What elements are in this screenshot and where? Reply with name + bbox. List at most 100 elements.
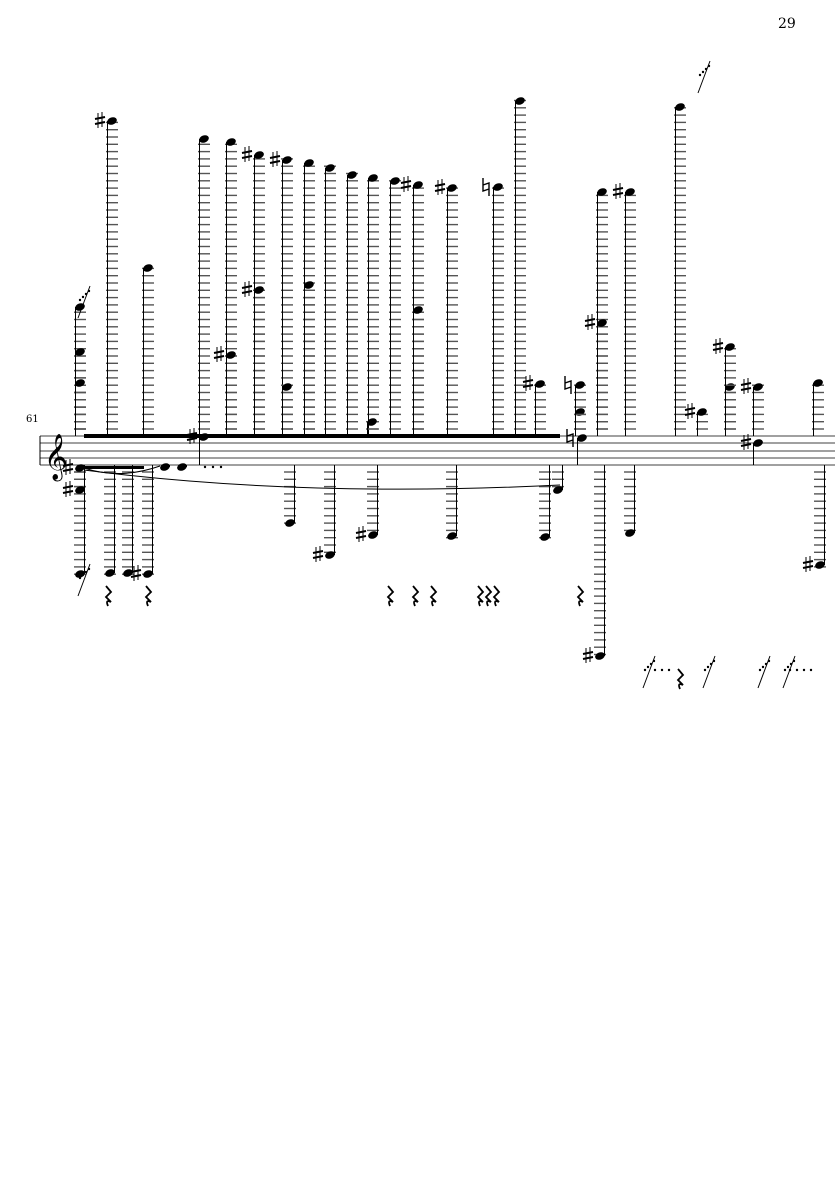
notehead: [540, 533, 550, 541]
notehead: [325, 551, 335, 559]
sharp-icon: [740, 378, 752, 394]
quarter-rest-icon: [676, 668, 685, 690]
augmentation-dot: [809, 668, 813, 672]
dot: [706, 665, 710, 669]
notehead: [493, 183, 503, 191]
sharp-icon: [802, 556, 814, 572]
beam: [84, 434, 560, 438]
notehead: [75, 379, 85, 387]
sharp-icon: [712, 338, 724, 354]
notehead: [815, 561, 825, 569]
flag: [77, 285, 91, 319]
tie: [83, 469, 561, 490]
flag: [782, 655, 796, 689]
flag: [642, 655, 656, 689]
quarter-rest-icon: [476, 585, 485, 607]
notehead: [553, 486, 563, 494]
notehead: [368, 531, 378, 539]
sharp-icon: [241, 146, 253, 162]
notehead: [254, 151, 264, 159]
sharp-icon: [62, 481, 74, 497]
notehead: [753, 383, 763, 391]
treble-clef-icon: 𝄞: [44, 434, 68, 482]
flag: [697, 60, 711, 94]
notehead: [75, 486, 85, 494]
sharp-icon: [269, 151, 281, 167]
dot: [698, 73, 702, 77]
notehead: [813, 379, 823, 387]
augmentation-dot: [788, 668, 792, 672]
sharp-icon: [213, 346, 225, 362]
notehead: [199, 135, 209, 143]
quarter-rest-icon: [144, 585, 153, 607]
sharp-icon: [312, 546, 324, 562]
sharp-icon: [584, 314, 596, 330]
notehead: [177, 463, 187, 471]
sharp-icon: [522, 375, 534, 391]
sharp-icon: [434, 179, 446, 195]
sharp-icon: [62, 459, 74, 475]
dot: [78, 298, 82, 302]
augmentation-dot: [660, 668, 664, 672]
notehead: [282, 156, 292, 164]
notehead: [282, 383, 292, 391]
sharp-icon: [241, 281, 253, 297]
notehead: [447, 532, 457, 540]
flag: [77, 563, 91, 597]
notehead: [304, 281, 314, 289]
notehead: [226, 138, 236, 146]
sharp-icon: [355, 526, 367, 542]
quarter-rest-icon: [429, 585, 438, 607]
natural-icon: [564, 376, 572, 394]
slur: [83, 465, 161, 475]
sharp-icon: [94, 112, 106, 128]
augmentation-dot: [203, 465, 207, 469]
dot: [643, 668, 647, 672]
sharp-icon: [612, 183, 624, 199]
notehead: [597, 319, 607, 327]
notehead: [597, 188, 607, 196]
notehead: [447, 184, 457, 192]
sharp-icon: [130, 565, 142, 581]
notehead: [75, 348, 85, 356]
dot: [81, 295, 85, 299]
notehead: [75, 464, 85, 472]
notehead: [123, 569, 133, 577]
notehead: [347, 171, 357, 179]
notehead: [675, 103, 685, 111]
notehead: [105, 569, 115, 577]
dot: [761, 665, 765, 669]
augmentation-dot: [653, 668, 657, 672]
notehead: [107, 117, 117, 125]
quarter-rest-icon: [484, 585, 493, 607]
sharp-icon: [740, 434, 752, 450]
notehead: [390, 177, 400, 185]
sharp-icon: [400, 176, 412, 192]
dot: [646, 665, 650, 669]
notehead: [367, 418, 377, 426]
notehead: [413, 181, 423, 189]
augmentation-dot: [667, 668, 671, 672]
notehead: [577, 434, 587, 442]
notehead: [595, 652, 605, 660]
augmentation-dot: [795, 668, 799, 672]
sharp-icon: [582, 647, 594, 663]
quarter-rest-icon: [492, 585, 501, 607]
notehead: [625, 188, 635, 196]
notehead: [143, 570, 153, 578]
augmentation-dot: [211, 465, 215, 469]
notehead: [325, 164, 335, 172]
quarter-rest-icon: [386, 585, 395, 607]
flag: [757, 655, 771, 689]
natural-icon: [482, 178, 490, 196]
dot: [81, 573, 85, 577]
notehead: [226, 351, 236, 359]
notehead: [535, 380, 545, 388]
notehead: [753, 439, 763, 447]
dot: [703, 668, 707, 672]
quarter-rest-icon: [411, 585, 420, 607]
measure-number: 61: [26, 414, 39, 425]
quarter-rest-icon: [576, 585, 585, 607]
notehead: [285, 519, 295, 527]
